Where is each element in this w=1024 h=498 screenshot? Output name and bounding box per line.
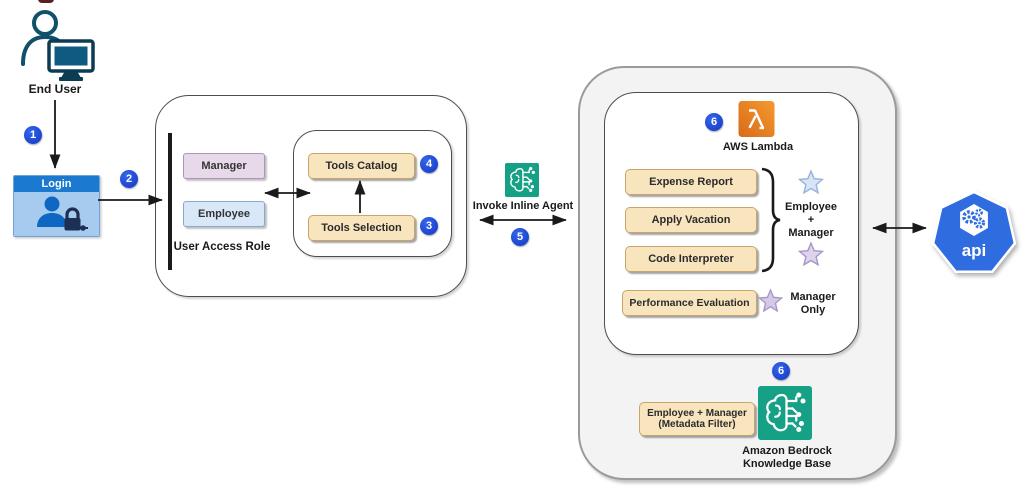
step-badge-3: 3 <box>420 217 438 235</box>
aws-lambda-label: AWS Lambda <box>722 141 794 153</box>
manager-only-star-icon <box>757 288 784 315</box>
employee-role-box[interactable]: Employee <box>183 201 265 227</box>
step-badge-6-lambda: 6 <box>705 113 723 131</box>
user-access-role-label: User Access Role <box>173 241 271 253</box>
tools-catalog-box[interactable]: Tools Catalog <box>308 153 415 179</box>
login-box[interactable]: Login <box>13 175 100 237</box>
aws-lambda-icon <box>738 101 775 137</box>
expense-report-box[interactable]: Expense Report <box>625 169 757 195</box>
apply-vacation-box[interactable]: Apply Vacation <box>625 207 757 233</box>
code-interpreter-box[interactable]: Code Interpreter <box>625 246 757 272</box>
step-badge-6-kb: 6 <box>772 362 790 380</box>
bedrock-agent-icon <box>505 163 539 197</box>
step-badge-2: 2 <box>120 170 138 188</box>
login-title: Login <box>14 176 99 192</box>
tools-selection-box[interactable]: Tools Selection <box>308 215 415 241</box>
step-badge-4: 4 <box>420 155 438 173</box>
step-badge-1: 1 <box>24 126 42 144</box>
svg-text:api: api <box>962 241 987 260</box>
bedrock-knowledge-base-icon <box>758 386 812 440</box>
api-icon[interactable]: api <box>930 190 1018 278</box>
bedrock-knowledge-base-label: Amazon Bedrock Knowledge Base <box>742 445 832 470</box>
manager-star-icon <box>797 241 825 269</box>
end-user-label: End User <box>28 82 82 96</box>
step-badge-5: 5 <box>511 228 529 246</box>
login-user-lock-icon <box>14 192 99 236</box>
restricted-access-label: Manager Only <box>790 291 836 316</box>
metadata-filter-box[interactable]: Employee + Manager (Metadata Filter) <box>639 402 755 436</box>
employee-star-icon <box>797 169 825 197</box>
shared-access-label: Employee + Manager <box>785 201 837 239</box>
invoke-inline-agent-label: Invoke Inline Agent <box>472 200 574 212</box>
end-user-icon <box>16 8 96 82</box>
cropped-artifact <box>38 0 54 3</box>
role-divider-bar <box>168 133 172 270</box>
performance-evaluation-box[interactable]: Performance Evaluation <box>622 290 757 316</box>
manager-role-box[interactable]: Manager <box>183 153 265 179</box>
